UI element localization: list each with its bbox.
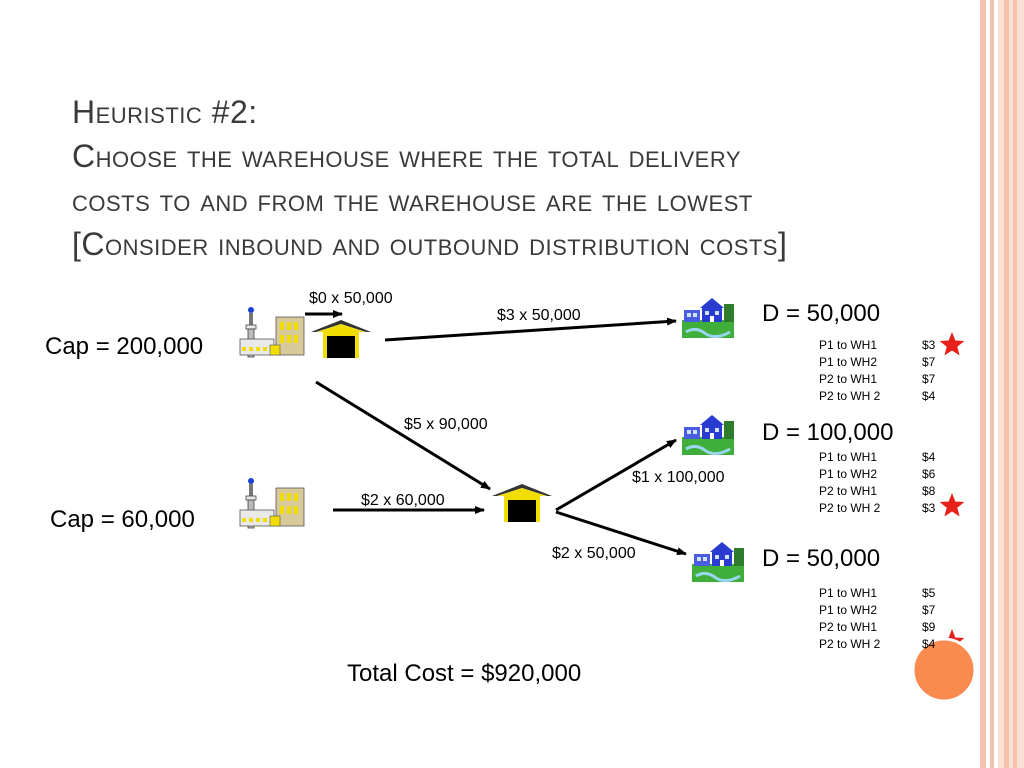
- flow-label-p1-wh2: $5 x 90,000: [404, 416, 488, 433]
- flow-arrow-wh1-c1: [384, 317, 677, 342]
- title-line: Heuristic #2:: [72, 94, 258, 130]
- plant2-capacity: Cap = 60,000: [50, 506, 195, 533]
- route-cost: $3: [922, 501, 936, 515]
- warehouse-icon-wh2: [492, 484, 552, 522]
- route-cost: $4: [922, 450, 936, 464]
- route-name: P1 to WH2: [819, 467, 878, 481]
- house-icon-customer2: [680, 413, 736, 457]
- house-icon-customer3: [690, 540, 746, 584]
- decor-stripe: [1004, 0, 1009, 768]
- plant1-capacity: Cap = 200,000: [45, 333, 204, 360]
- warehouse-icon-wh1: [311, 320, 371, 358]
- route-cost: $4: [922, 389, 936, 403]
- route-cost: $7: [922, 355, 936, 369]
- route-name: P1 to WH2: [819, 355, 878, 369]
- decor-stripe: [990, 0, 994, 768]
- route-name: P1 to WH1: [819, 586, 878, 600]
- route-name: P1 to WH1: [819, 338, 878, 352]
- house-icon-customer1: [680, 296, 736, 340]
- title-line: [Consider inbound and outbound distribut…: [72, 226, 788, 262]
- flow-arrow-wh2-c2: [555, 438, 677, 512]
- flow-label-wh1-c1: $3 x 50,000: [497, 307, 581, 324]
- route-name: P1 to WH1: [819, 450, 878, 464]
- route-cost: $7: [922, 372, 936, 386]
- route-cost: $3: [922, 338, 936, 352]
- route-name: P1 to WH2: [819, 603, 878, 617]
- factory-icon-plant2: [239, 477, 305, 529]
- flow-arrow-wh2-c3: [555, 510, 687, 556]
- route-cost: $7: [922, 603, 936, 617]
- title-line: Choose the warehouse where the total del…: [72, 138, 742, 174]
- route-cost: $6: [922, 467, 936, 481]
- route-name: P2 to WH1: [819, 484, 878, 498]
- decor-circle: [911, 637, 977, 703]
- route-name: P2 to WH1: [819, 372, 878, 386]
- flow-label-p2-wh2: $2 x 60,000: [361, 492, 445, 509]
- customer1-demand: D = 50,000: [762, 300, 881, 327]
- title-line: costs to and from the warehouse are the …: [72, 182, 753, 218]
- flow-arrow-p1-wh2: [315, 380, 491, 491]
- flow-label-p1-wh1: $0 x 50,000: [309, 290, 393, 307]
- route-name: P2 to WH 2: [819, 637, 881, 651]
- route-cost: $5: [922, 586, 936, 600]
- customer2-demand: D = 100,000: [762, 419, 894, 446]
- route-cost: $9: [922, 620, 936, 634]
- flow-label-wh2-c2: $1 x 100,000: [632, 469, 725, 486]
- flow-label-wh2-c3: $2 x 50,000: [552, 545, 636, 562]
- star-icon: [939, 332, 965, 356]
- factory-icon-plant1: [239, 306, 305, 358]
- slide-title: Heuristic #2: Choose the warehouse where…: [72, 90, 972, 266]
- decor-stripe: [980, 0, 986, 768]
- decor-stripe: [1013, 0, 1017, 768]
- route-name: P2 to WH 2: [819, 501, 881, 515]
- route-name: P2 to WH1: [819, 620, 878, 634]
- total-cost: Total Cost = $920,000: [347, 660, 582, 687]
- decor-stripe: [998, 0, 1024, 768]
- route-cost: $4: [922, 637, 936, 651]
- route-cost: $8: [922, 484, 936, 498]
- customer3-demand: D = 50,000: [762, 545, 881, 572]
- star-icon: [939, 493, 965, 517]
- route-name: P2 to WH 2: [819, 389, 881, 403]
